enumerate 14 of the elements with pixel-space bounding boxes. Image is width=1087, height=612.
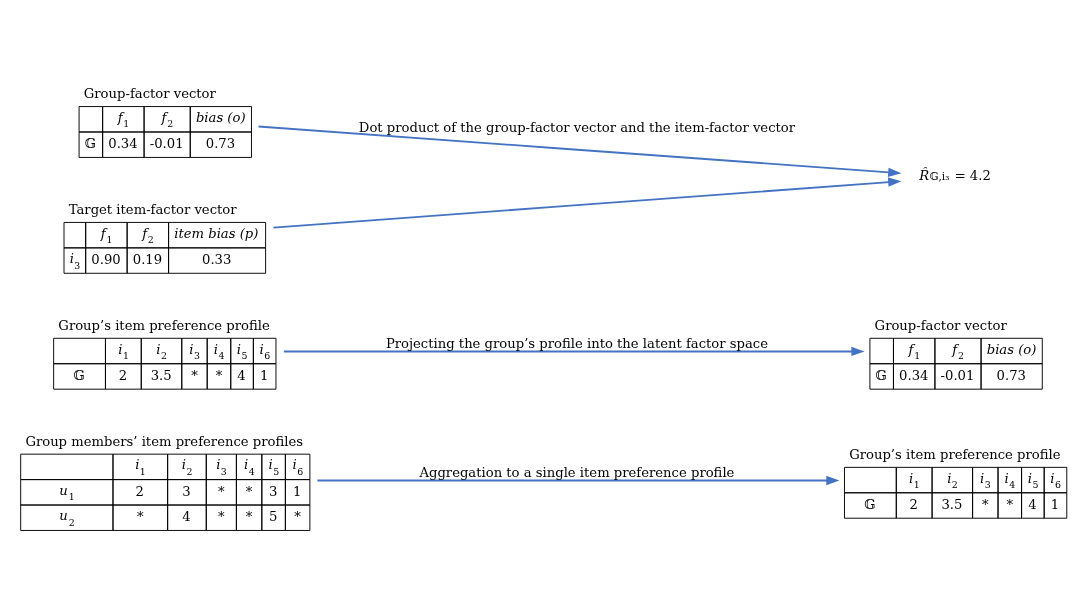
node-label: Group members’ item preference profiles xyxy=(25,433,303,449)
node-label: Group’s item preference profile xyxy=(849,446,1061,462)
arrow xyxy=(272,177,902,229)
node-text: R̂𝔾,i₃ = 4.2 xyxy=(919,167,991,183)
node-label: Group-factor vector xyxy=(83,85,216,101)
node-label: Group’s item preference profile xyxy=(58,317,270,333)
edge-label: Dot product of the group-factor vector and the item-factor vector xyxy=(358,119,796,135)
node-label: Target item-factor vector xyxy=(68,201,237,217)
arrow xyxy=(316,475,840,485)
arrow xyxy=(257,125,902,177)
arrow xyxy=(282,346,865,356)
node-label: Group-factor vector xyxy=(874,317,1007,333)
edge-label: Aggregation to a single item preference profile xyxy=(419,464,735,480)
edge-label: Projecting the group’s profile into the latent factor space xyxy=(385,335,768,351)
